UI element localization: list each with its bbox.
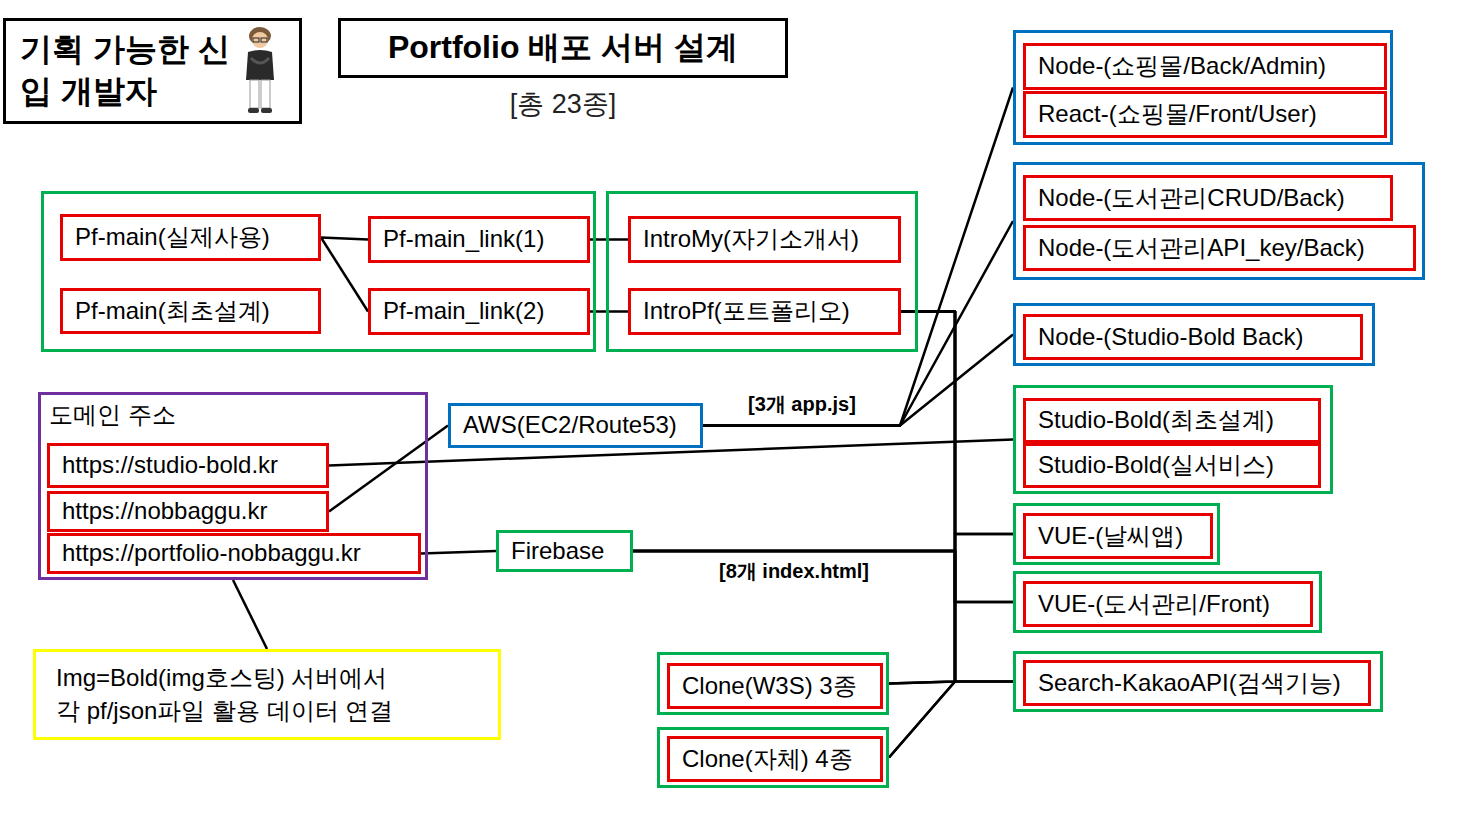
node-label: Search-KakaoAPI(검색기능): [1038, 669, 1341, 698]
page-box: IntroPf(포트폴리오): [628, 288, 901, 335]
url-box: https://studio-bold.kr: [47, 443, 329, 488]
page-box: Pf-main(실제사용): [60, 214, 321, 261]
connector-line: [321, 238, 368, 312]
server-box: Firebase: [496, 530, 633, 572]
node-label: React-(쇼핑몰/Front/User): [1038, 100, 1317, 129]
title-box: Portfolio 배포 서버 설계: [338, 18, 788, 78]
project-box: Clone(자체) 4종: [667, 736, 883, 782]
project-box: Studio-Bold(실서비스): [1023, 443, 1321, 488]
node-label: Node-(Studio-Bold Back): [1038, 323, 1303, 352]
node-label: Pf-main_link(1): [383, 225, 544, 254]
project-box: Node-(도서관리API_key/Back): [1023, 225, 1416, 271]
shoe: [261, 108, 272, 113]
edge-label: [8개 index.html]: [716, 559, 872, 583]
trousers: [261, 80, 270, 108]
group-box: Node-(쇼핑몰/Back/Admin) React-(쇼핑몰/Front/Us…: [1013, 30, 1393, 145]
project-box: VUE-(도서관리/Front): [1023, 581, 1313, 627]
node-label: Firebase: [511, 537, 604, 566]
connector-line: [329, 426, 448, 512]
face: [252, 32, 268, 48]
node-label: Node-(도서관리API_key/Back): [1038, 234, 1365, 263]
connector-line: [901, 312, 1013, 603]
url-box: https://portfolio-nobbaggu.kr: [47, 533, 421, 574]
group-box: Node-(도서관리CRUD/Back) Node-(도서관리API_key/Ba…: [1013, 162, 1425, 280]
profile-box: 기획 가능한 신입 개발자: [3, 18, 302, 124]
project-box: Clone(W3S) 3종: [667, 663, 883, 709]
group-box: Node-(Studio-Bold Back): [1013, 303, 1375, 366]
project-box: React-(쇼핑몰/Front/User): [1023, 91, 1387, 138]
page-box: Pf-main_link(1): [368, 216, 590, 263]
shoe: [248, 108, 259, 113]
group-box: Studio-Bold(최초설계) Studio-Bold(실서비스): [1013, 385, 1333, 494]
node-label: VUE-(날씨앱): [1038, 522, 1183, 551]
node-label: AWS(EC2/Route53): [463, 411, 677, 440]
node-label: Pf-main(최초설계): [75, 297, 270, 326]
group-box: VUE-(날씨앱): [1013, 503, 1220, 565]
connector-line: [703, 335, 1013, 426]
node-label: IntroPf(포트폴리오): [643, 297, 850, 326]
group-box: Clone(자체) 4종: [657, 727, 889, 788]
server-box: AWS(EC2/Route53): [448, 403, 703, 448]
project-box: Search-KakaoAPI(검색기능): [1023, 660, 1371, 706]
node-label: VUE-(도서관리/Front): [1038, 590, 1270, 619]
trousers: [250, 80, 259, 108]
connector-line: [233, 580, 267, 649]
node-label: Studio-Bold(실서비스): [1038, 451, 1274, 480]
node-label: https://studio-bold.kr: [62, 451, 278, 480]
caption: [총 23종]: [338, 86, 788, 122]
domain-box: 도메인 주소 https://studio-bold.kr https://nobb…: [38, 392, 428, 580]
node-label: Node-(쇼핑몰/Back/Admin): [1038, 52, 1326, 81]
node-label: Node-(도서관리CRUD/Back): [1038, 184, 1345, 213]
page-box: IntroMy(자기소개서): [628, 216, 901, 263]
project-box: Studio-Bold(최초설계): [1023, 398, 1321, 443]
node-label: https://nobbaggu.kr: [62, 497, 267, 526]
glasses: [261, 38, 267, 42]
node-label: IntroMy(자기소개서): [643, 225, 859, 254]
project-box: VUE-(날씨앱): [1023, 513, 1213, 559]
connector-line: [901, 312, 1013, 682]
page-box: Pf-main_link(2): [368, 288, 590, 335]
node-label: https://portfolio-nobbaggu.kr: [62, 539, 361, 568]
project-box: Node-(쇼핑몰/Back/Admin): [1023, 43, 1387, 90]
connector-line: [329, 440, 1013, 466]
node-label: Clone(자체) 4종: [682, 745, 853, 774]
crossed-arms: [251, 58, 269, 63]
group-box: Clone(W3S) 3종: [657, 652, 889, 715]
developer-figure: [238, 24, 282, 116]
glasses: [253, 38, 259, 42]
group-box: Search-KakaoAPI(검색기능): [1013, 651, 1383, 712]
node-label: Img=Bold(img호스팅) 서버에서 각 pf/json파일 활용 데이터…: [56, 662, 418, 727]
group-box: IntroMy(자기소개서) IntroPf(포트폴리오): [606, 191, 918, 352]
page-box: Pf-main(최초설계): [60, 288, 321, 334]
group-box: VUE-(도서관리/Front): [1013, 571, 1322, 633]
group-heading: 도메인 주소: [49, 401, 176, 430]
node-label: 기획 가능한 신입 개발자: [20, 29, 235, 112]
jacket: [246, 50, 274, 80]
connector-line: [889, 312, 955, 684]
node-label: Pf-main(실제사용): [75, 223, 270, 252]
project-box: Node-(도서관리CRUD/Back): [1023, 175, 1393, 221]
node-label: Pf-main_link(2): [383, 297, 544, 326]
edge-label: [3개 app.js]: [745, 392, 859, 416]
node-label: Clone(W3S) 3종: [682, 672, 857, 701]
node-label: Studio-Bold(최초설계): [1038, 406, 1274, 435]
group-box: Pf-main(실제사용) Pf-main_link(1) Pf-main(최초설계…: [41, 191, 596, 352]
project-box: Node-(Studio-Bold Back): [1023, 314, 1363, 360]
connector-line: [321, 238, 368, 240]
connector-line: [889, 312, 955, 758]
connector-line: [421, 551, 496, 554]
connector-line: [703, 88, 1013, 426]
url-box: https://nobbaggu.kr: [47, 491, 329, 532]
note-box: Img=Bold(img호스팅) 서버에서 각 pf/json파일 활용 데이터…: [33, 649, 501, 740]
